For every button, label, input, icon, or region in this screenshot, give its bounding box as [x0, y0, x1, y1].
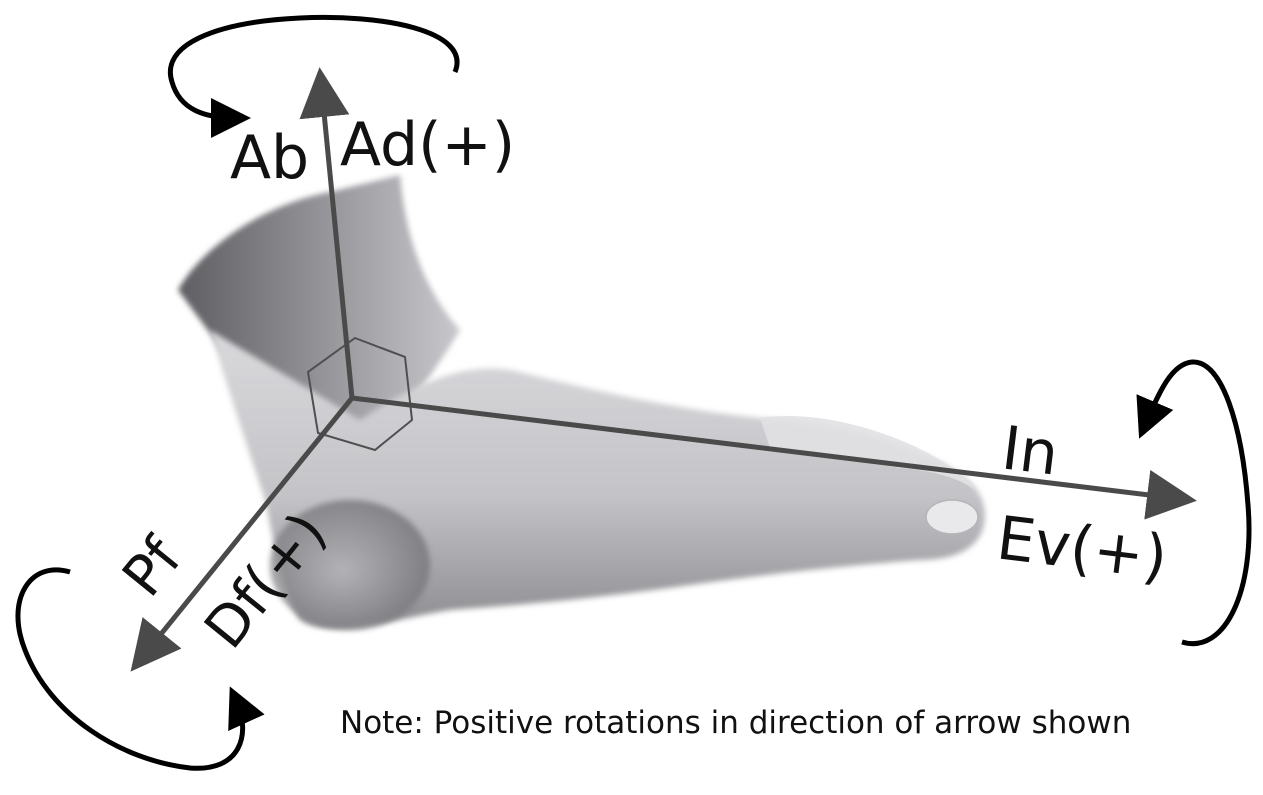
label-pf: Pf	[110, 525, 195, 608]
rotation-note: Note: Positive rotations in direction of…	[340, 705, 1131, 741]
vertical-rotation-arrow	[170, 17, 457, 118]
label-ad: Ad(+)	[340, 110, 515, 180]
label-in: In	[998, 413, 1062, 489]
label-ab: Ab	[230, 123, 309, 193]
forward-rotation-arrow	[1145, 362, 1249, 644]
label-ev: Ev(+)	[993, 503, 1171, 593]
rotation-arrows	[18, 17, 1249, 768]
